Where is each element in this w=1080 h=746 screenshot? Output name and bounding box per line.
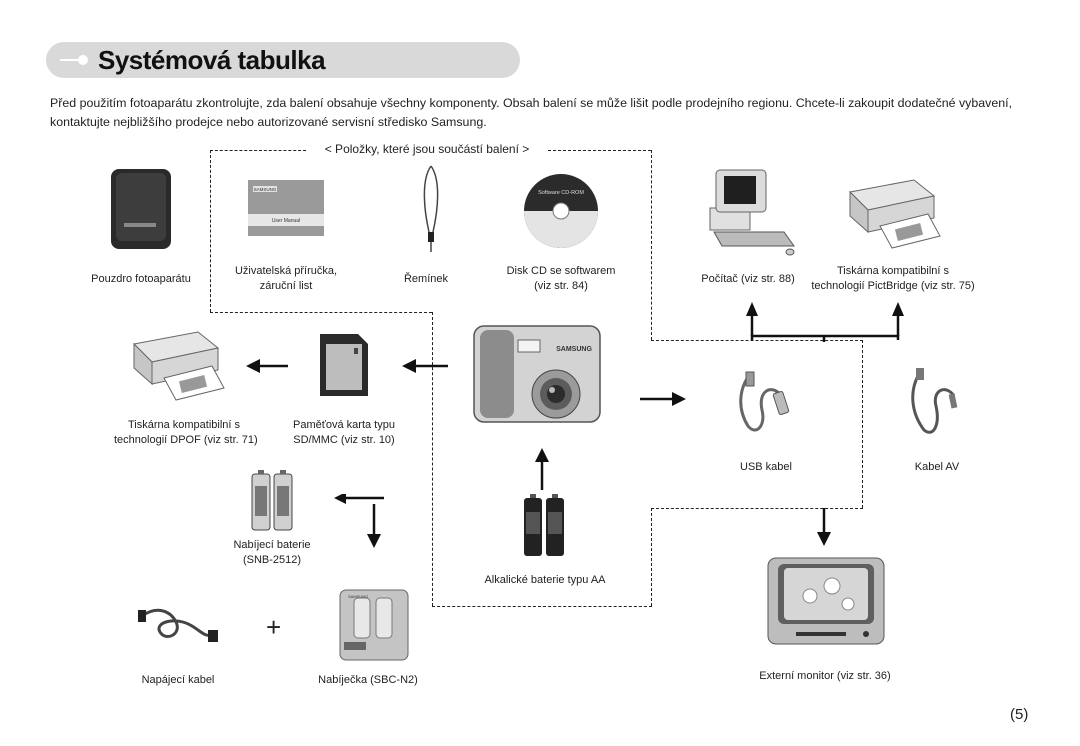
connector-bottom-line — [651, 508, 863, 509]
page-number: (5) — [1010, 706, 1029, 723]
arrow-right-icon — [640, 392, 686, 406]
package-border-right-lower — [651, 508, 652, 606]
power-cable-image — [138, 608, 218, 642]
sd-card-image — [320, 334, 368, 396]
rechargeable-batteries-label: Nabíjecí baterie (SNB-2512) — [233, 539, 311, 566]
manual-brand-text: SAMSUNG — [254, 187, 277, 192]
intro-paragraph: Před použitím fotoaparátu zkontrolujte, … — [50, 96, 1013, 129]
arrow-down-icon — [334, 494, 384, 548]
power-cable-label: Napájecí kabel — [141, 674, 215, 686]
pictbridge-printer-image — [848, 179, 941, 249]
dpof-printer-label: Tiskárna kompatibilní s technologií DPOF… — [114, 419, 258, 446]
connector-right-line — [862, 340, 863, 508]
usb-cable-label: USB kabel — [740, 461, 792, 473]
package-border-mid — [210, 312, 432, 313]
package-border-bottom — [432, 606, 652, 607]
charger-label: Nabíječka (SBC-N2) — [318, 674, 418, 686]
camera-brand-text: SAMSUNG — [556, 346, 592, 353]
charger-brand-text: SAMSUNG — [348, 594, 368, 599]
title-bar — [46, 42, 520, 78]
cd-label-text: Software CD-ROM — [538, 190, 584, 196]
arrow-up-icon — [746, 302, 758, 316]
package-border-right-upper — [651, 150, 652, 340]
page-title: Systémová tabulka — [98, 45, 326, 75]
cd-image: Software CD-ROM — [524, 174, 598, 248]
usb-cable-image — [739, 371, 790, 432]
connector-top-line — [651, 340, 863, 341]
strap-image — [423, 165, 439, 252]
title-dot-decoration — [78, 55, 88, 65]
arrows-up-connector — [746, 302, 904, 342]
plus-sign: + — [266, 612, 282, 642]
alkaline-batteries-image — [524, 494, 564, 556]
dpof-printer-image — [132, 331, 225, 401]
arrow-left-icon — [246, 359, 288, 373]
manual-cover-text: User Manual — [272, 218, 300, 224]
rechargeable-batteries-image — [251, 470, 293, 531]
monitor-label: Externí monitor (viz str. 36) — [759, 670, 891, 682]
strap-label: Řemínek — [403, 273, 449, 285]
package-border-top-right — [548, 150, 651, 151]
av-cable-label: Kabel AV — [914, 461, 960, 473]
computer-label: Počítač (viz str. 88) — [701, 273, 795, 285]
arrow-down-icon — [817, 508, 831, 546]
sd-card-label: Paměťová karta typu SD/MMC (viz str. 10) — [293, 419, 395, 446]
charger-image: SAMSUNG — [339, 589, 409, 661]
package-border-left-lower — [432, 312, 433, 606]
user-manual-image: SAMSUNG User Manual — [248, 180, 324, 236]
arrow-up-icon — [892, 302, 904, 316]
manual-label: Uživatelská příručka, záruční list — [234, 265, 338, 292]
av-cable-image — [911, 368, 958, 434]
arrow-up-icon — [535, 448, 549, 490]
arrow-left-icon — [402, 359, 448, 373]
camera-case-image — [111, 169, 171, 249]
package-header: < Položky, které jsou součástí balení > — [324, 142, 530, 156]
alkaline-batteries-label: Alkalické baterie typu AA — [484, 574, 606, 586]
package-border-top-left — [210, 150, 306, 151]
title-line-decoration — [60, 59, 82, 61]
camera-case-label: Pouzdro fotoaparátu — [91, 273, 191, 285]
monitor-image — [767, 557, 885, 645]
package-border-left — [210, 150, 211, 312]
camera-image: SAMSUNG — [473, 325, 601, 423]
computer-image — [709, 169, 795, 256]
cd-label: Disk CD se softwarem (viz str. 84) — [506, 265, 616, 292]
pictbridge-printer-label: Tiskárna kompatibilní s technologií Pict… — [811, 265, 975, 292]
